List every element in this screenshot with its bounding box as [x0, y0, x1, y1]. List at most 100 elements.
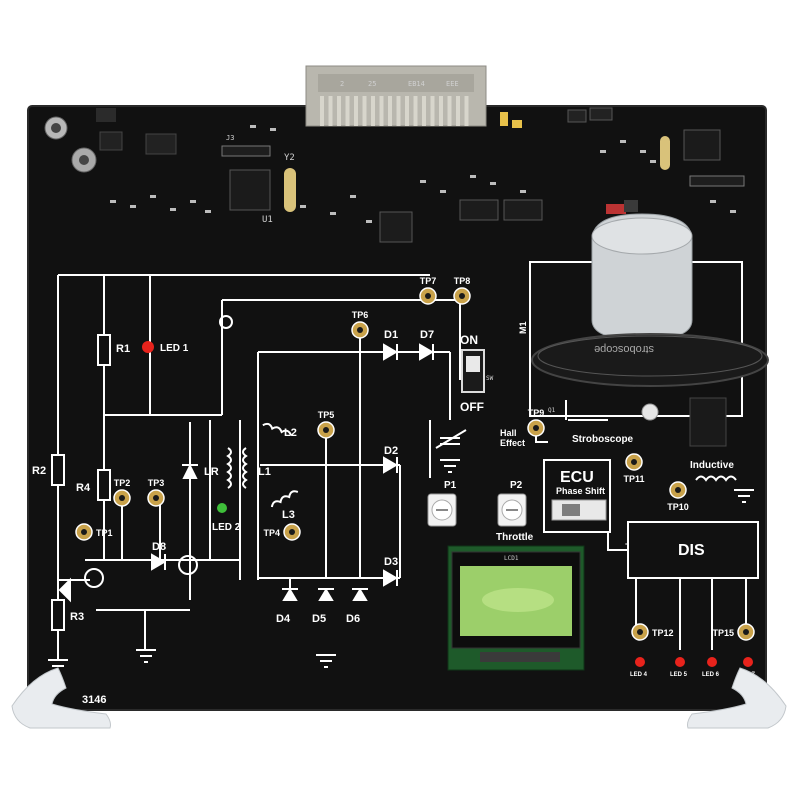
smd-part [650, 160, 656, 163]
leds: LED 1 LED 2 LED 4 LED 5 LED 6 LED 7 [142, 341, 756, 678]
resistor-r2 [51, 454, 65, 486]
tp12-label: TP12 [652, 628, 674, 638]
tp3-label: TP3 [148, 478, 165, 488]
smd-part [130, 205, 136, 208]
d6-label: D6 [346, 613, 360, 625]
dis-block: DIS [627, 521, 759, 579]
test-point-tp2[interactable]: TP2 [113, 478, 131, 507]
potentiometers: P1 P2 Throttle [427, 480, 534, 543]
power-switch[interactable]: ON OFF SW [460, 333, 494, 414]
inductor-l3 [270, 490, 299, 508]
connector-pin [320, 96, 324, 126]
smd-part [190, 200, 196, 203]
test-point-tp8[interactable]: TP8 [453, 276, 471, 305]
connector-marking-1: 2 [340, 80, 344, 88]
smd-part [150, 195, 156, 198]
connector-pin [405, 96, 409, 126]
tp6-label: TP6 [352, 310, 369, 320]
diode-d2 [383, 456, 398, 474]
d3-label: D3 [384, 556, 398, 568]
diode-lr [182, 463, 198, 479]
transistors [84, 315, 233, 588]
test-point-tp6[interactable]: TP6 [351, 310, 369, 339]
tp15-label: TP15 [712, 628, 734, 638]
test-point-tp10[interactable]: TP10 [667, 481, 689, 512]
d1-label: D1 [384, 329, 398, 341]
test-point-tp7[interactable]: TP7 [419, 276, 437, 305]
q1-label: Q1 [548, 407, 556, 414]
inductive-label: Inductive [690, 460, 734, 471]
connector-pin [328, 96, 333, 126]
smd-part [520, 190, 526, 193]
diode-d1 [383, 343, 398, 361]
l1-label: L1 [258, 466, 271, 478]
led-1 [142, 341, 154, 353]
l3-label: L3 [282, 509, 295, 521]
ecu-label: ECU [560, 469, 594, 486]
board-model-number: 3146 [82, 694, 106, 706]
pot-p2[interactable] [497, 493, 527, 527]
r2-label: R2 [32, 465, 46, 477]
smd-part [620, 140, 626, 143]
lcd-display: LCD1 [447, 545, 585, 671]
ecu-block: ECU Phase Shift [543, 459, 611, 533]
motor-wires [606, 204, 626, 214]
switch-off-label: OFF [460, 400, 484, 414]
smd-part [350, 195, 356, 198]
stroboscope-label: Stroboscope [572, 434, 634, 445]
d8-label: D8 [152, 541, 166, 553]
p2-label: P2 [510, 480, 523, 491]
diode-d3 [383, 569, 398, 587]
connector-pin [345, 96, 350, 126]
connector-pin [388, 96, 392, 126]
tp4-label: TP4 [263, 528, 280, 538]
tp8-label: TP8 [454, 276, 471, 286]
throttle-label: Throttle [496, 532, 534, 543]
stroboscope-disc [531, 333, 769, 387]
d2-label: D2 [384, 445, 398, 457]
smd-part [170, 208, 176, 211]
resistor-r1 [97, 334, 111, 366]
dis-label: DIS [678, 542, 705, 559]
inductive-sensor [689, 397, 727, 447]
resistors: R1 R2 R3 R4 [32, 334, 130, 631]
mount-brackets [11, 667, 787, 729]
right-mount-bracket [687, 667, 787, 729]
motor-assembly: stroboscope M1 Q1 Stroboscope Inductive [518, 200, 769, 471]
smd-part [710, 200, 716, 203]
test-point-tp1[interactable]: TP1 [75, 523, 113, 541]
diode-d6 [352, 588, 368, 601]
test-point-tp12[interactable]: TP12 [631, 623, 674, 641]
diode-labels: D1 D7 D2 D3 D4 D5 D6 D8 [152, 329, 434, 625]
phase-shift-slider-knob[interactable] [562, 504, 580, 516]
test-point-tp5[interactable]: TP5 [317, 410, 335, 439]
smd-part [270, 128, 276, 131]
test-point-tp11[interactable]: TP11 [623, 453, 645, 484]
smd-part [300, 205, 306, 208]
smd-part [490, 182, 496, 185]
connector-pin [422, 96, 426, 126]
connector-pin [447, 96, 452, 126]
j3-label: J3 [226, 134, 234, 142]
smd-part [640, 150, 646, 153]
led6-label: LED 6 [702, 672, 720, 678]
tp7-label: TP7 [420, 276, 437, 286]
test-point-tp9[interactable]: TP9 [527, 408, 545, 437]
connector-pin [439, 96, 443, 126]
pot-p1[interactable] [427, 493, 457, 527]
test-point-tp3[interactable]: TP3 [147, 478, 165, 507]
test-point-tp15[interactable]: TP15 [712, 623, 755, 641]
led-4 [635, 657, 645, 667]
led5-label: LED 5 [670, 672, 688, 678]
diode-d4 [282, 588, 298, 601]
test-point-tp4[interactable]: TP4 [263, 523, 301, 541]
smd-part [440, 190, 446, 193]
d5-label: D5 [312, 613, 326, 625]
l2-label: L2 [284, 427, 297, 439]
connector-pin [354, 96, 358, 126]
connector-pin [456, 96, 460, 126]
led4-label: LED 4 [630, 672, 648, 678]
lcd-marking: LCD1 [504, 555, 519, 562]
